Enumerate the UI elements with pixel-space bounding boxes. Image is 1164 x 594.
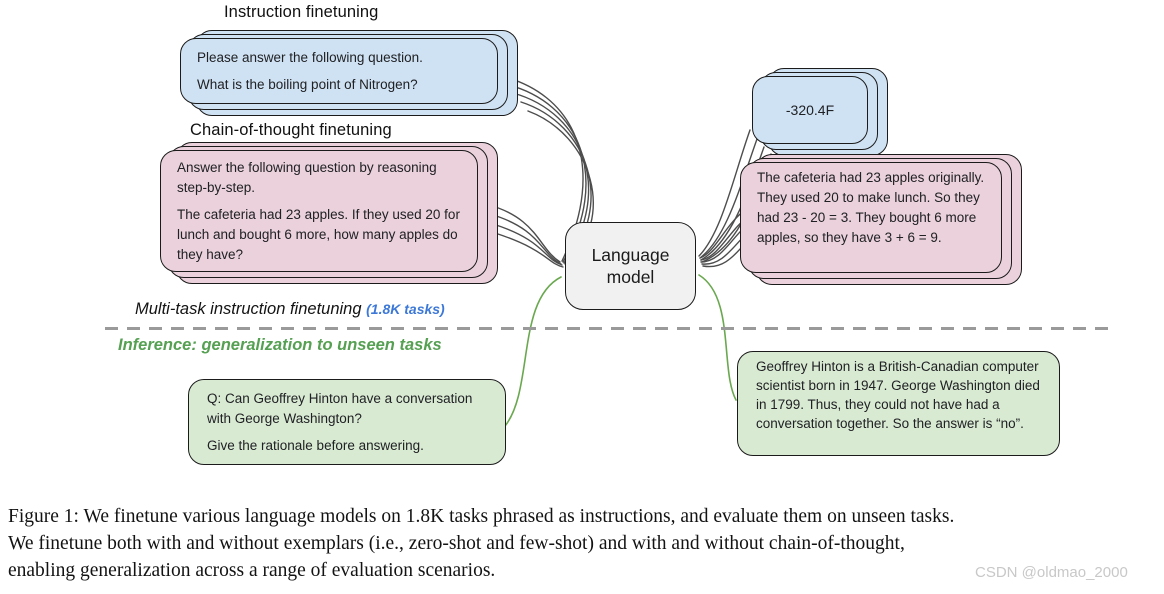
multitask-finetuning-label: Multi-task instruction finetuning (1.8K … <box>135 300 445 319</box>
inference-prompt-card: Q: Can Geoffrey Hinton have a conversati… <box>188 379 506 465</box>
caption-line-2: We finetune both with and without exempl… <box>8 533 905 554</box>
instruction-prompt-card: Please answer the following question. Wh… <box>180 38 498 104</box>
instruction-prompt-line: Please answer the following question. <box>197 50 423 65</box>
finetune-inference-divider <box>105 327 1108 330</box>
instruction-answer-card-stack: -320.4F <box>752 68 888 156</box>
inference-prompt-question: Q: Can Geoffrey Hinton have a conversati… <box>207 391 473 426</box>
instruction-finetuning-label: Instruction finetuning <box>224 3 379 21</box>
cot-prompt-card: Answer the following question by reasoni… <box>160 150 478 272</box>
cot-answer-card: The cafeteria had 23 apples originally. … <box>740 162 1002 273</box>
cot-prompt-question: The cafeteria had 23 apples. If they use… <box>177 207 460 262</box>
finetuning-diagram: Instruction finetuning Please answer the… <box>105 3 1108 465</box>
instruction-prompt-question: What is the boiling point of Nitrogen? <box>197 77 418 92</box>
inference-label: Inference: generalization to unseen task… <box>118 336 442 354</box>
cot-answer-card-stack: The cafeteria had 23 apples originally. … <box>740 154 1022 285</box>
instruction-answer-card: -320.4F <box>752 76 868 144</box>
cot-prompt-card-stack: Answer the following question by reasoni… <box>160 142 498 284</box>
connector-model-to-inference-answer <box>698 274 737 401</box>
watermark: CSDN @oldmao_2000 <box>975 564 1128 581</box>
tasks-count-badge: (1.8K tasks) <box>366 301 445 317</box>
caption-line-1: Figure 1: We finetune various language m… <box>8 503 1160 530</box>
caption-text-1: We finetune various language models on 1… <box>83 506 955 527</box>
inference-answer-card: Geoffrey Hinton is a British-Canadian co… <box>737 351 1060 456</box>
cot-finetuning-label: Chain-of-thought finetuning <box>190 121 392 139</box>
inference-prompt-instruction: Give the rationale before answering. <box>207 438 424 453</box>
language-model-box: Language model <box>565 222 696 310</box>
connector-inference-prompt-to-model <box>504 276 562 427</box>
figure-caption: Figure 1: We finetune various language m… <box>8 503 1160 584</box>
caption-line-3: enabling generalization across a range o… <box>8 560 496 581</box>
cot-prompt-instruction: Answer the following question by reasoni… <box>177 160 437 195</box>
multitask-finetuning-text: Multi-task instruction finetuning <box>135 300 362 318</box>
connector-cot-to-model <box>485 203 564 268</box>
caption-figure-number: Figure 1: <box>8 506 79 527</box>
instruction-prompt-card-stack: Please answer the following question. Wh… <box>180 30 518 116</box>
